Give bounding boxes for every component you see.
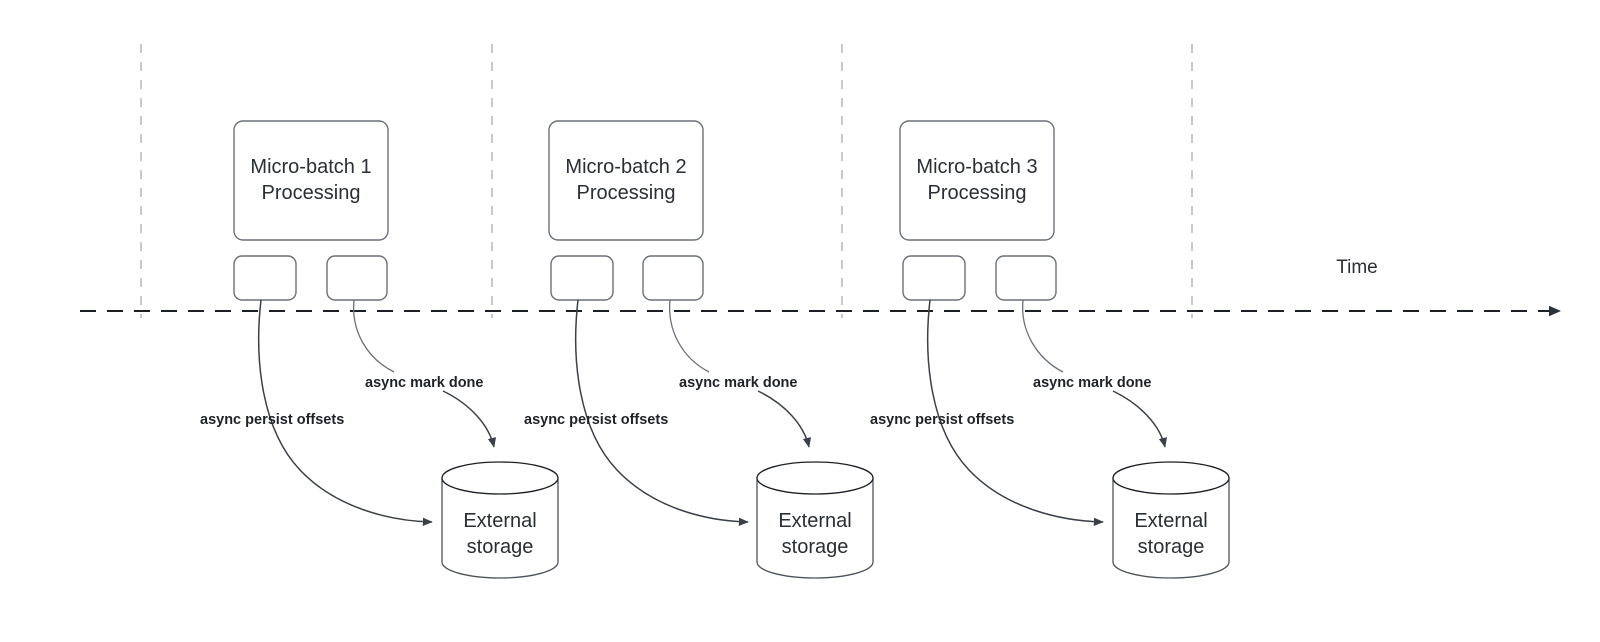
external-storage-2-body [756, 477, 874, 579]
async-mark-done-path-3-upper [1022, 299, 1064, 373]
async-mark-done-label-1: async mark done [365, 375, 483, 391]
async-mark-done-path-3-lower [1112, 390, 1168, 448]
async-persist-offsets-path-1 [257, 299, 433, 526]
async-mark-done-path-1-upper [352, 299, 395, 373]
external-storage-3-label-line1: External [1134, 510, 1207, 532]
micro-batch-1-label-line1: Micro-batch 1 [250, 156, 371, 178]
micro-batch-3-label-line2: Processing [928, 182, 1027, 204]
group-2: Micro-batch 2 Processing async persist o… [524, 120, 874, 579]
async-persist-offsets-label-2: async persist offsets [524, 412, 668, 428]
mark-task-box-3[interactable] [995, 255, 1057, 301]
micro-batch-2-box[interactable]: Micro-batch 2 Processing [548, 120, 704, 241]
micro-batch-3-box[interactable]: Micro-batch 3 Processing [899, 120, 1055, 241]
async-persist-offsets-path-2 [574, 299, 749, 526]
async-mark-done-path-1-lower [442, 390, 497, 448]
group-1: Micro-batch 1 Processing async persist o… [200, 120, 559, 579]
async-mark-done-path-2-upper [668, 299, 710, 373]
micro-batch-3-label-line1: Micro-batch 3 [916, 156, 1037, 178]
time-axis: Time [80, 257, 1561, 317]
external-storage-3[interactable]: External storage [1112, 461, 1230, 579]
micro-batch-1-rect [233, 120, 389, 241]
micro-batch-1-box[interactable]: Micro-batch 1 Processing [233, 120, 389, 241]
external-storage-1-body [441, 477, 559, 579]
external-storage-2[interactable]: External storage [756, 461, 874, 579]
external-storage-2-label-line2: storage [782, 536, 849, 558]
async-mark-done-path-2-lower [757, 390, 812, 448]
external-storage-1-label-line2: storage [467, 536, 534, 558]
external-storage-3-label-line2: storage [1138, 536, 1205, 558]
micro-batch-1-label-line2: Processing [262, 182, 361, 204]
external-storage-2-top [756, 461, 874, 495]
async-persist-offsets-path-3 [926, 299, 1104, 526]
external-storage-1-label-line1: External [463, 510, 536, 532]
persist-task-box-3[interactable] [902, 255, 966, 301]
mark-task-box-2[interactable] [642, 255, 704, 301]
micro-batch-2-label-line2: Processing [577, 182, 676, 204]
external-storage-3-body [1112, 477, 1230, 579]
async-persist-offsets-label-3: async persist offsets [870, 412, 1014, 428]
time-axis-label: Time [1336, 257, 1378, 278]
group-3: Micro-batch 3 Processing async persist o… [870, 120, 1230, 579]
mark-task-box-1[interactable] [326, 255, 388, 301]
persist-task-box-2[interactable] [550, 255, 614, 301]
micro-batch-3-rect [899, 120, 1055, 241]
external-storage-2-label-line1: External [778, 510, 851, 532]
persist-task-box-1[interactable] [233, 255, 297, 301]
external-storage-3-top [1112, 461, 1230, 495]
micro-batch-2-rect [548, 120, 704, 241]
external-storage-1-top [441, 461, 559, 495]
async-persist-offsets-label-1: async persist offsets [200, 412, 344, 428]
async-mark-done-label-2: async mark done [679, 375, 797, 391]
micro-batch-2-label-line1: Micro-batch 2 [565, 156, 686, 178]
external-storage-1[interactable]: External storage [441, 461, 559, 579]
async-mark-done-label-3: async mark done [1033, 375, 1151, 391]
